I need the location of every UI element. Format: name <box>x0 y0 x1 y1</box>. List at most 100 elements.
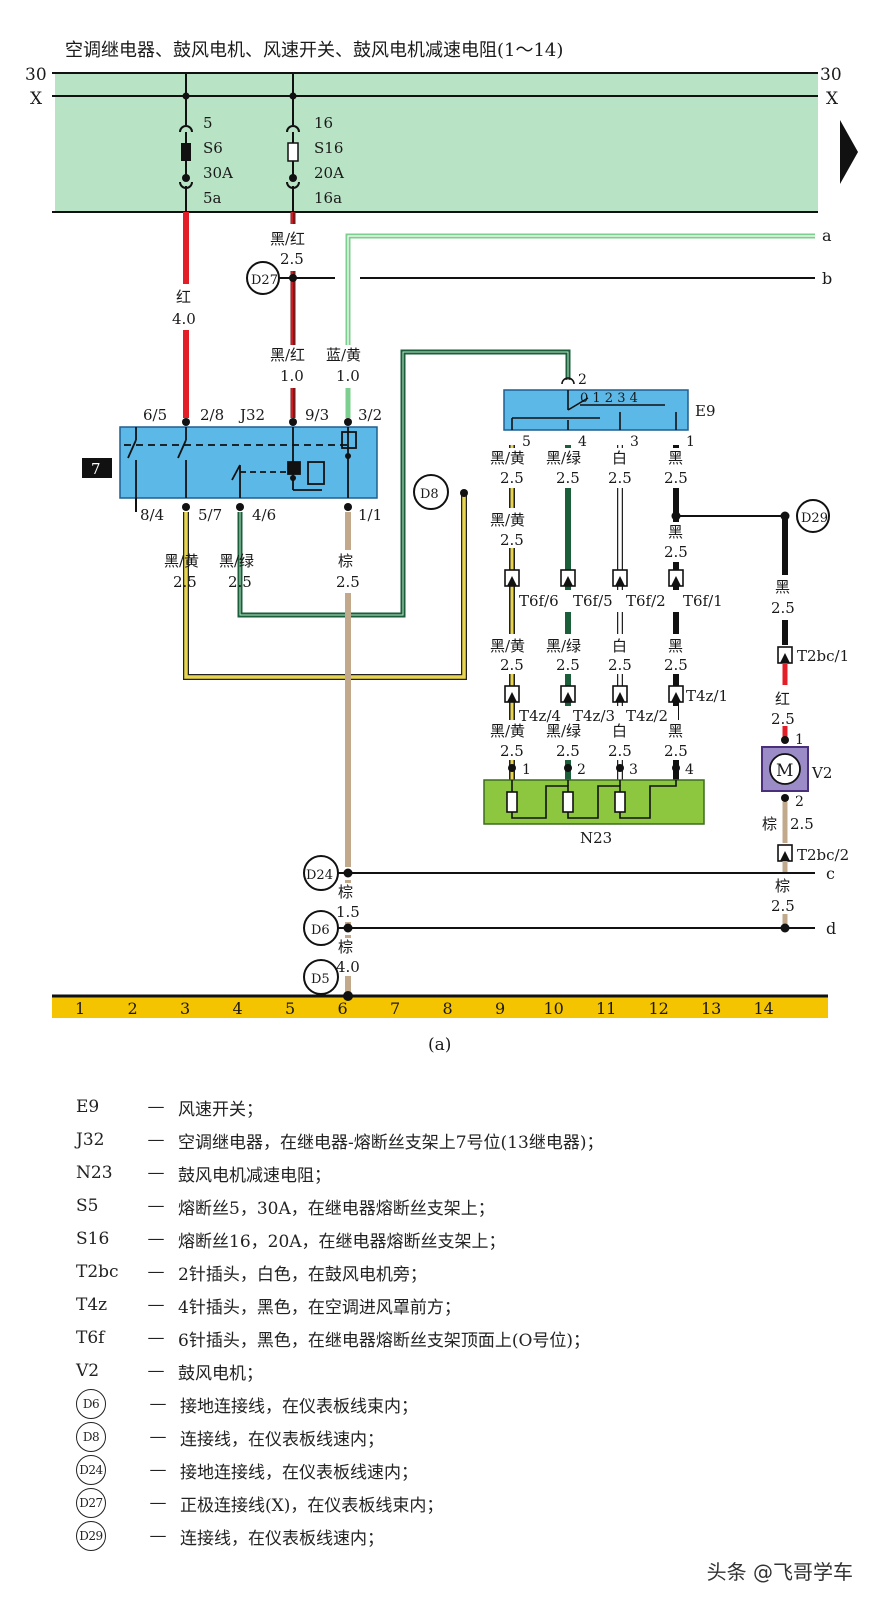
connector-label: T4z/3 <box>573 707 615 725</box>
wire-label: 黑/绿 <box>546 722 581 740</box>
figure-caption: (a) <box>428 1035 451 1055</box>
legend-dash: — <box>149 1394 167 1414</box>
legend-code: E9 <box>76 1097 100 1117</box>
fuse-s16-bottom-pin: 16a <box>314 189 342 207</box>
fuse-s16 <box>287 142 299 162</box>
node-label: D29 <box>801 511 828 526</box>
legend-code: S16 <box>76 1229 110 1249</box>
wire-label: 2.5 <box>664 469 688 487</box>
legend-description: 4针插头，黑色，在空调进风罩前方； <box>178 1297 461 1318</box>
motor-symbol: M <box>776 761 793 781</box>
node-d24 <box>303 855 339 891</box>
connector-label: T4z/4 <box>519 707 561 725</box>
wire-label: 黑/绿 <box>219 552 254 570</box>
legend-row: N23—鼓风电机减速电阻； <box>76 1158 331 1188</box>
wire-label: 1.0 <box>280 367 304 385</box>
legend-row: D27—正极连接线(X)，在仪表板线束内； <box>76 1488 443 1518</box>
pin-label: 4 <box>578 434 587 450</box>
legend-row: T4z—4针插头，黑色，在空调进风罩前方； <box>76 1290 461 1320</box>
ground-bar-number: 11 <box>596 999 616 1018</box>
wire-label: 4.0 <box>172 310 196 328</box>
fuse-s6-label: S6 <box>203 139 223 157</box>
connector-label: T6f/1 <box>683 592 723 610</box>
wire-label: 红 <box>176 288 191 306</box>
wire-blue-yellow <box>345 233 815 345</box>
wire-label: 2.5 <box>664 656 688 674</box>
legend-dash: — <box>149 1460 167 1480</box>
fuse-s6-rating: 30A <box>203 164 233 182</box>
switch-e9 <box>503 389 689 431</box>
legend-description: 风速开关； <box>178 1099 263 1120</box>
pin-label: 2 <box>795 794 804 810</box>
legend-dash: — <box>147 1262 165 1282</box>
pin-label: 5 <box>522 434 531 450</box>
ground-bar-number: 12 <box>649 999 669 1018</box>
ground-bar-number: 7 <box>390 999 400 1018</box>
wire-label: 白 <box>612 722 627 740</box>
ground-bar-number: 2 <box>128 999 138 1018</box>
legend-row: D8—连接线，在仪表板线速内； <box>76 1422 384 1452</box>
legend-description: 熔断丝5，30A，在继电器熔断丝支架上； <box>178 1198 495 1219</box>
legend-row: D29—连接线，在仪表板线速内； <box>76 1521 384 1551</box>
ground-bar-number: 10 <box>544 999 564 1018</box>
ground-bar-number: 14 <box>754 999 774 1018</box>
relay-slot-label: 7 <box>91 460 101 478</box>
rail-30-left: 30 <box>25 65 47 85</box>
wire-label: 2.5 <box>173 573 197 591</box>
wire-label: 2.5 <box>771 710 795 728</box>
pin-label: 1 <box>522 762 531 778</box>
legend-dash: — <box>147 1229 165 1249</box>
node-d6 <box>303 910 339 946</box>
fuse-s16-rating: 20A <box>314 164 344 182</box>
node-d5 <box>303 959 339 995</box>
wire-label: 黑 <box>668 722 683 740</box>
pin-label: 6/5 <box>143 406 167 424</box>
wire-label: 棕 <box>338 938 353 956</box>
rail-x-left: X <box>30 89 43 109</box>
wire-label: 黑/红 <box>270 230 305 248</box>
legend-description: 6针插头，黑色，在继电器熔断丝支架顶面上(O号位)； <box>178 1330 591 1351</box>
legend-description: 接地连接线，在仪表板线速内； <box>180 1462 418 1483</box>
legend-description: 鼓风电机； <box>178 1363 263 1384</box>
ground-bar-number: 8 <box>443 999 453 1018</box>
fuse-s6-top-pin: 5 <box>203 114 213 132</box>
legend-code-circled: D6 <box>76 1389 106 1419</box>
fuse-panel <box>55 72 818 212</box>
wire-label: 2.5 <box>228 573 252 591</box>
legend-code: N23 <box>76 1163 113 1183</box>
wire-label: 棕 <box>338 883 353 901</box>
wire-label: 2.5 <box>608 742 632 760</box>
node-label: D5 <box>311 972 330 987</box>
wire-label: 黑/黄 <box>490 449 525 467</box>
wire-label: 白 <box>612 449 627 467</box>
wire-label: 2.5 <box>500 656 524 674</box>
pin-label: 1/1 <box>358 506 382 524</box>
legend-row: S5—熔断丝5，30A，在继电器熔断丝支架上； <box>76 1191 495 1221</box>
node-label: D24 <box>306 868 333 883</box>
legend-row: E9—风速开关； <box>76 1092 263 1122</box>
legend-dash: — <box>147 1295 165 1315</box>
ground-bar-number: 13 <box>701 999 721 1018</box>
pin-label: 2 <box>577 762 586 778</box>
legend-code-circled: D8 <box>76 1422 106 1452</box>
end-label-c: c <box>826 864 835 883</box>
wire-label: 棕 <box>338 552 353 570</box>
connector-label: T2bc/1 <box>797 647 849 665</box>
wire-label: 2.5 <box>556 656 580 674</box>
ground-bar-number: 3 <box>180 999 190 1018</box>
connector-label: T2bc/2 <box>797 846 849 864</box>
legend-code: T2bc <box>76 1262 119 1282</box>
wire-label: 黑 <box>775 578 790 596</box>
pin-label: 4/6 <box>252 506 276 524</box>
motor-icon <box>769 753 801 785</box>
wire-label: 黑 <box>668 637 683 655</box>
wire-label: 黑 <box>668 523 683 541</box>
ground-bar-number: 1 <box>75 999 85 1018</box>
pin-label: 5/7 <box>198 506 222 524</box>
wire-label: 1.5 <box>336 903 360 921</box>
legend-description: 熔断丝16，20A，在继电器熔断丝支架上； <box>178 1231 506 1252</box>
legend-dash: — <box>149 1526 167 1546</box>
legend-dash: — <box>149 1427 167 1447</box>
legend-description: 空调继电器，在继电器-熔断丝支架上7号位(13继电器)； <box>178 1132 604 1153</box>
node-label: D27 <box>251 273 278 288</box>
